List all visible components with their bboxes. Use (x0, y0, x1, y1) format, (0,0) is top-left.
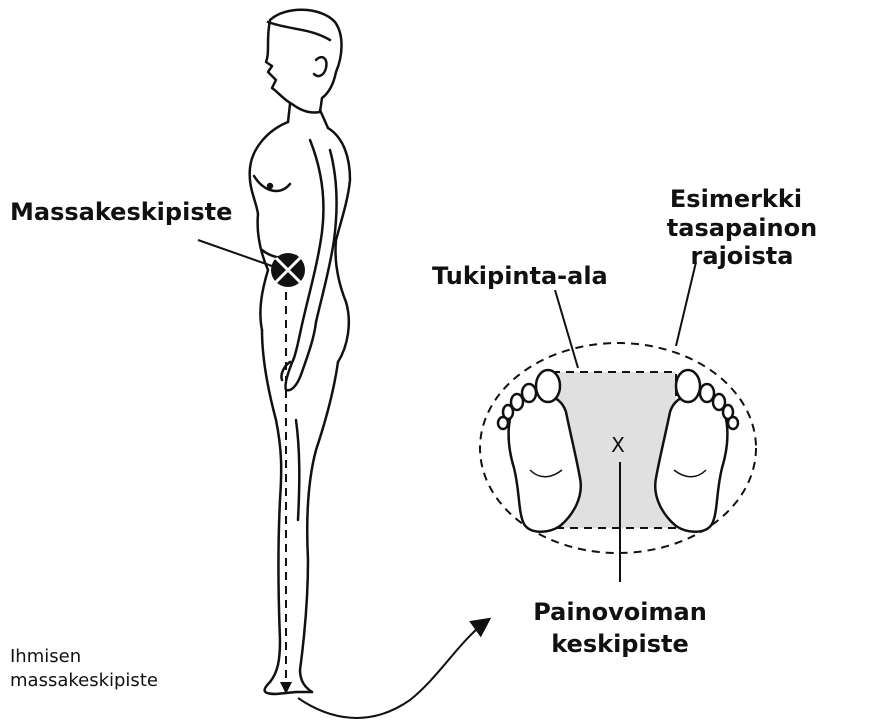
human-com-label-line1: Ihmisen (10, 646, 81, 668)
curved-arrow (298, 620, 488, 718)
human-figure (250, 10, 350, 694)
support-area-label: Tukipinta-ala (432, 262, 608, 290)
balance-limits-label-line2: tasapainon rajoista (622, 214, 862, 270)
gravity-center-x-mark: X (611, 433, 625, 457)
balance-limits-leader (676, 262, 696, 346)
human-com-label-line2: massakeskipiste (10, 670, 158, 692)
gravity-center-label-line2: keskipiste (520, 630, 720, 658)
balance-limits-label-line1: Esimerkki (646, 185, 826, 213)
gravity-center-label-line1: Painovoiman (520, 598, 720, 626)
center-of-mass-symbol (271, 253, 305, 287)
center-of-mass-label: Massakeskipiste (10, 198, 232, 226)
support-area-leader (555, 290, 578, 368)
